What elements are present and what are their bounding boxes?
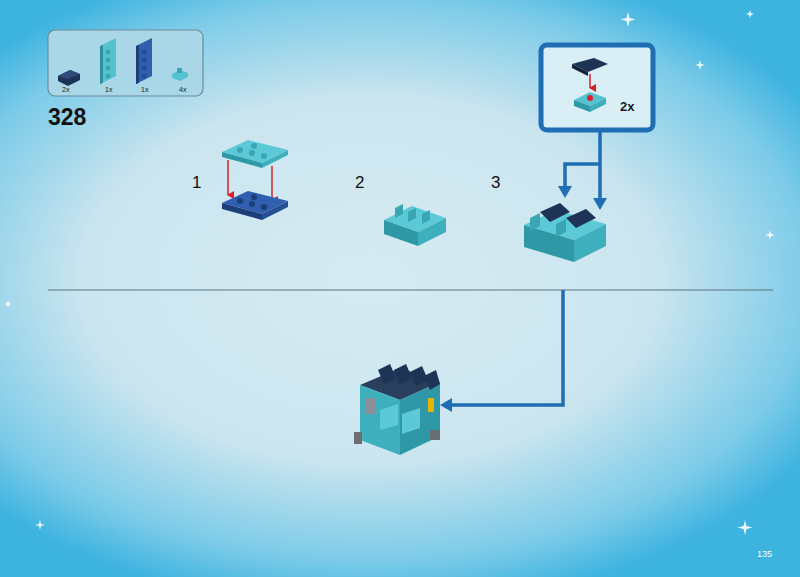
callout-panel [541,45,653,130]
quantity-text: 1x [141,86,148,93]
substep-number: 2 [355,173,364,193]
parts-list: 2x 1x 1x 4x [48,30,203,96]
substep-3-assembly [524,203,606,262]
callout-lines [565,130,600,200]
quantity-text: 2x [620,99,634,114]
main-model [354,364,440,455]
parts-panel [48,30,203,96]
sparkles [4,10,775,535]
arrow-head [593,198,607,210]
substep-1-parts [222,140,288,220]
quantity-text: 4x [179,86,186,93]
callout-box: 2x [541,45,653,130]
quantity-text: 2x [62,86,69,93]
quantity-text: 1x [105,86,112,93]
assembly-line [452,290,563,405]
page-number: 135 [757,549,772,559]
substep-number: 1 [192,173,201,193]
substep-number: 3 [491,173,500,193]
substep-2-assembly [384,204,446,246]
arrow-head [558,186,572,198]
callout-parts [572,58,608,112]
arrow-head [440,398,452,412]
parts [58,38,188,86]
divider [48,290,773,291]
step-number: 328 [48,104,86,131]
